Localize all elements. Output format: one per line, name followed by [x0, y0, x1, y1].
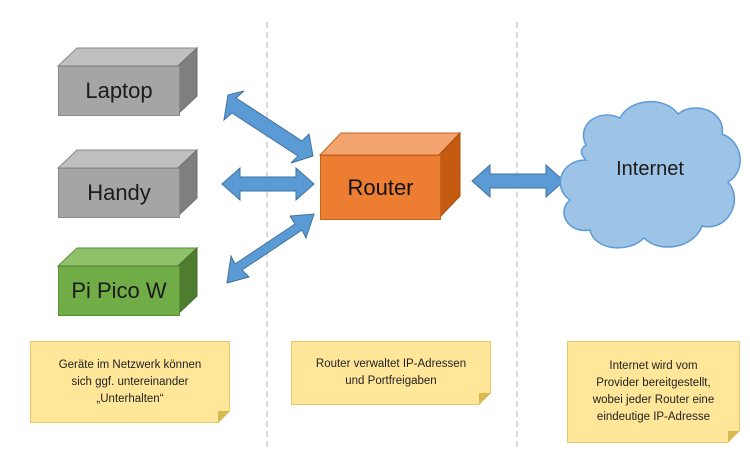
handy-label: Handy: [87, 180, 151, 205]
note-fold: [479, 393, 491, 405]
note-router: Router verwaltet IP-Adressen und Portfre…: [291, 341, 491, 405]
arrow-pico-router: [226, 213, 315, 284]
divider-right: [516, 22, 518, 447]
note-fold: [218, 411, 230, 423]
arrow-laptop-router: [223, 90, 314, 164]
pico-label: Pi Pico W: [71, 278, 167, 303]
note-internet-text: Internet wird vom Provider bereitgestell…: [592, 360, 715, 423]
arrow-handy-router: [221, 166, 315, 202]
note-internet: Internet wird vom Provider bereitgestell…: [567, 341, 740, 443]
handy-box-top: [56, 149, 199, 169]
router-box: Router: [320, 155, 441, 220]
laptop-box: Laptop: [58, 66, 180, 116]
note-fold: [728, 431, 740, 443]
router-box-top: [318, 132, 462, 156]
note-devices: Geräte im Netzwerk können sich ggf. unte…: [30, 341, 230, 423]
internet-cloud-shape: [559, 100, 741, 249]
pico-box: Pi Pico W: [58, 266, 180, 316]
laptop-box-top: [56, 47, 199, 67]
note-devices-text: Geräte im Netzwerk können sich ggf. unte…: [58, 358, 202, 405]
note-router-text: Router verwaltet IP-Adressen und Portfre…: [315, 358, 467, 387]
laptop-label: Laptop: [85, 78, 153, 103]
divider-left: [266, 22, 268, 447]
handy-box: Handy: [58, 168, 180, 218]
internet-label: Internet: [616, 158, 684, 180]
pico-box-top: [56, 247, 199, 267]
arrow-router-internet: [471, 163, 565, 199]
router-label: Router: [347, 174, 414, 200]
